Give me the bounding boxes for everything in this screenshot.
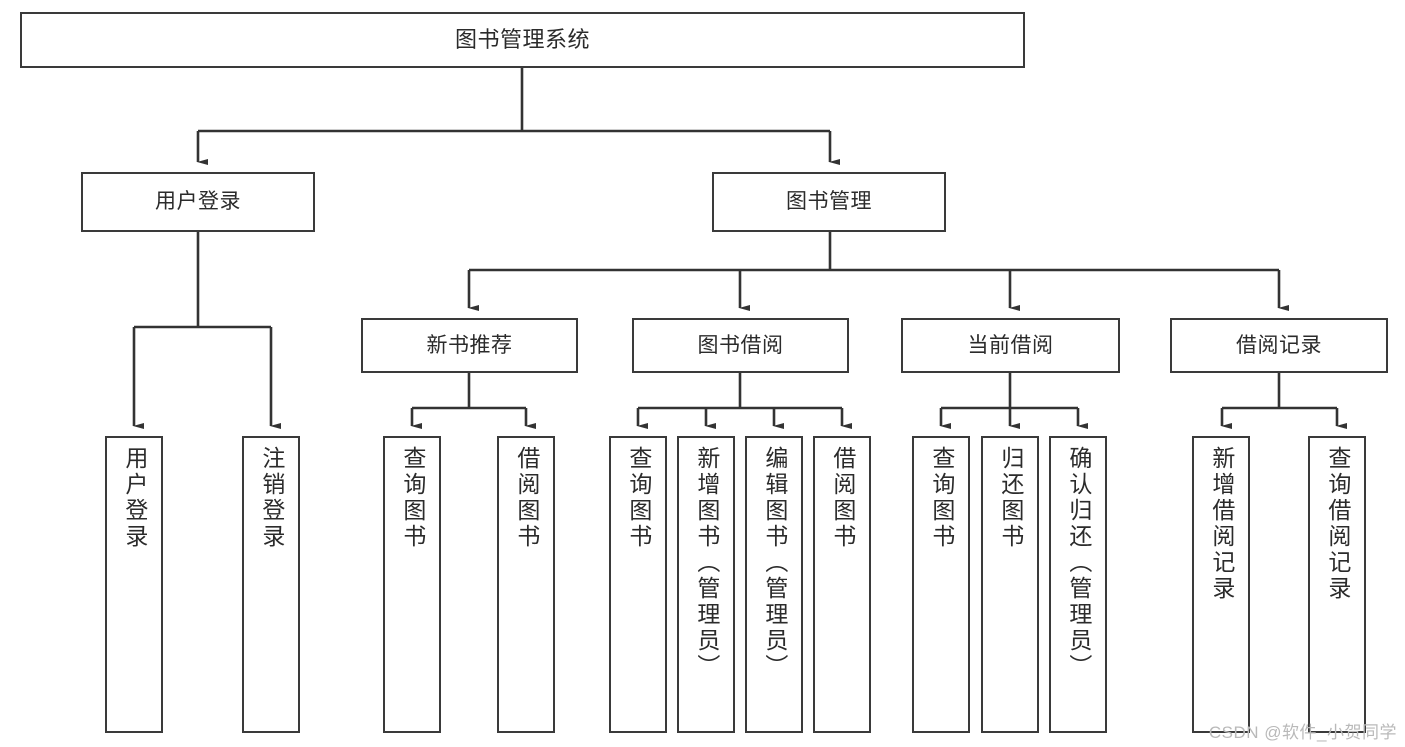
node-label: 借阅图书 bbox=[513, 446, 540, 550]
node-label: 新增借阅记录 bbox=[1208, 446, 1235, 602]
node-current-borrowing[interactable]: 当前借阅 bbox=[901, 318, 1120, 373]
leaf-user-login[interactable]: 用户登录 bbox=[105, 436, 163, 733]
node-book-management[interactable]: 图书管理 bbox=[712, 172, 946, 232]
node-label: 图书管理 bbox=[786, 190, 872, 214]
leaf-confirm-return-admin[interactable]: 确认归还（管理员） bbox=[1049, 436, 1107, 733]
node-label: 图书管理系统 bbox=[454, 26, 590, 52]
leaf-add-borrow-record[interactable]: 新增借阅记录 bbox=[1192, 436, 1250, 733]
leaf-query-borrow-record[interactable]: 查询借阅记录 bbox=[1308, 436, 1366, 733]
node-borrowing-records[interactable]: 借阅记录 bbox=[1170, 318, 1388, 373]
node-label: 查询图书 bbox=[625, 446, 652, 550]
node-label: 用户登录 bbox=[155, 190, 241, 214]
leaf-edit-book-admin[interactable]: 编辑图书（管理员） bbox=[745, 436, 803, 733]
leaf-query-books-current[interactable]: 查询图书 bbox=[912, 436, 970, 733]
node-label: 新增图书（管理员） bbox=[693, 446, 720, 680]
node-label: 注销登录 bbox=[258, 446, 285, 550]
node-root-book-management-system[interactable]: 图书管理系统 bbox=[20, 12, 1025, 68]
leaf-borrow-books-new[interactable]: 借阅图书 bbox=[497, 436, 555, 733]
leaf-query-books-borrow[interactable]: 查询图书 bbox=[609, 436, 667, 733]
node-new-book-recommendation[interactable]: 新书推荐 bbox=[361, 318, 578, 373]
node-label: 借阅图书 bbox=[829, 446, 856, 550]
node-label: 编辑图书（管理员） bbox=[761, 446, 788, 680]
node-label: 图书借阅 bbox=[697, 333, 784, 357]
leaf-borrow-books[interactable]: 借阅图书 bbox=[813, 436, 871, 733]
leaf-add-book-admin[interactable]: 新增图书（管理员） bbox=[677, 436, 735, 733]
leaf-logout[interactable]: 注销登录 bbox=[242, 436, 300, 733]
node-label: 借阅记录 bbox=[1236, 333, 1322, 357]
node-label: 查询借阅记录 bbox=[1324, 446, 1351, 602]
node-label: 新书推荐 bbox=[426, 333, 513, 357]
leaf-query-books-new[interactable]: 查询图书 bbox=[383, 436, 441, 733]
node-label: 用户登录 bbox=[121, 446, 148, 550]
node-label: 查询图书 bbox=[928, 446, 955, 550]
csdn-watermark: CSDN @软件_小贺同学 bbox=[1208, 723, 1397, 742]
leaf-return-books[interactable]: 归还图书 bbox=[981, 436, 1039, 733]
node-label: 确认归还（管理员） bbox=[1065, 446, 1092, 680]
node-label: 查询图书 bbox=[399, 446, 426, 550]
node-label: 归还图书 bbox=[997, 446, 1024, 550]
node-book-borrowing[interactable]: 图书借阅 bbox=[632, 318, 849, 373]
node-user-login[interactable]: 用户登录 bbox=[81, 172, 315, 232]
node-label: 当前借阅 bbox=[967, 333, 1054, 357]
